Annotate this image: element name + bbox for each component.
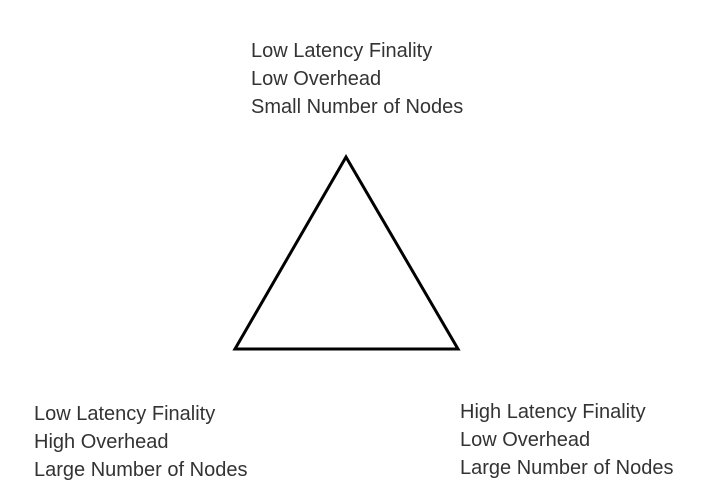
- bottom-right-vertex-label: High Latency Finality Low Overhead Large…: [460, 398, 673, 482]
- top-vertex-label: Low Latency Finality Low Overhead Small …: [251, 37, 463, 121]
- bottom-right-vertex-line-2: Low Overhead: [460, 429, 591, 451]
- bottom-left-vertex-label: Low Latency Finality High Overhead Large…: [34, 400, 247, 484]
- bottom-left-vertex-line-1: Low Latency Finality: [34, 403, 216, 425]
- bottom-right-vertex-line-3: Large Number of Nodes: [460, 457, 674, 479]
- bottom-left-vertex-line-2: High Overhead: [34, 431, 169, 453]
- top-vertex-line-3: Small Number of Nodes: [251, 96, 464, 118]
- top-vertex-line-2: Low Overhead: [251, 68, 382, 90]
- bottom-right-vertex-line-1: High Latency Finality: [460, 401, 646, 423]
- top-vertex-line-1: Low Latency Finality: [251, 40, 433, 62]
- triangle-outline: [232, 154, 461, 351]
- bottom-left-vertex-line-3: Large Number of Nodes: [34, 459, 248, 481]
